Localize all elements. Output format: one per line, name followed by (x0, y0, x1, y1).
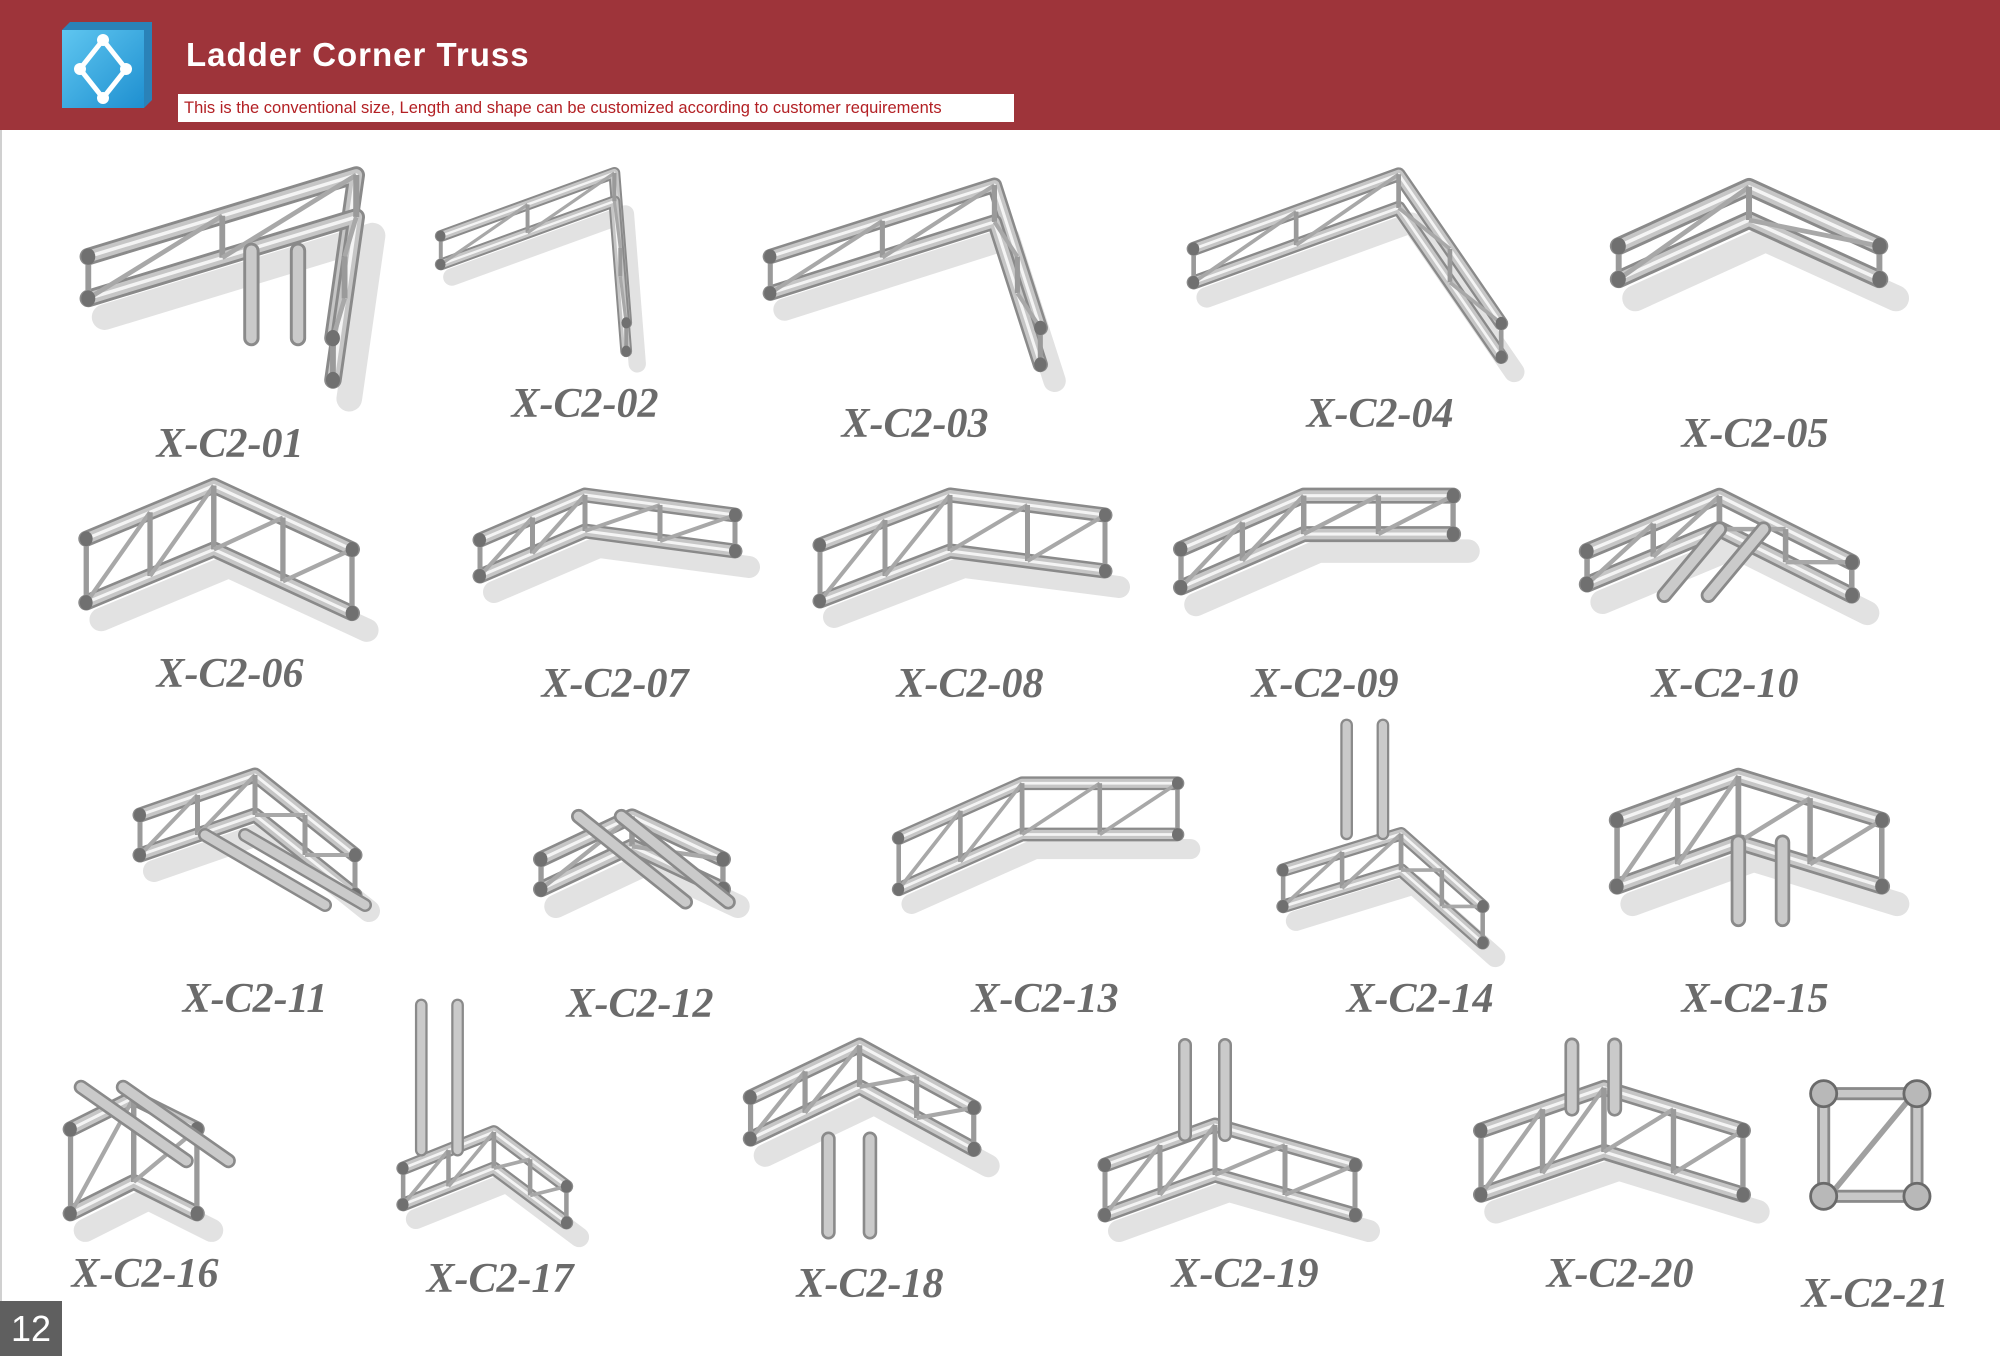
product-item: X-C2-01 (60, 166, 400, 470)
product-code: X-C2-07 (541, 661, 689, 707)
product-code: X-C2-09 (1251, 661, 1399, 707)
truss-image (1186, 167, 1525, 383)
product-item: X-C2-08 (800, 480, 1140, 720)
product-code: X-C2-14 (1346, 976, 1494, 1022)
product-code: X-C2-16 (71, 1251, 219, 1297)
product-item: X-C2-11 (120, 760, 390, 1022)
page-number: 12 (0, 1301, 62, 1356)
product-item: X-C2-19 (1080, 1038, 1410, 1315)
truss-image (1608, 767, 1910, 928)
product-item: X-C2-21 (1800, 1070, 1950, 1317)
product-code: X-C2-04 (1306, 391, 1454, 437)
product-code: X-C2-19 (1171, 1251, 1319, 1297)
truss-image (812, 487, 1130, 628)
header-band: Ladder Corner Truss This is the conventi… (0, 0, 2000, 130)
product-item: X-C2-15 (1590, 760, 1920, 1022)
truss-image (533, 808, 750, 919)
truss-image (742, 1037, 1000, 1240)
page-edge (0, 130, 2, 1356)
truss-image (1173, 487, 1480, 617)
product-code: X-C2-17 (426, 1256, 574, 1302)
product-code: X-C2-01 (156, 421, 304, 467)
product-code: X-C2-12 (566, 981, 714, 1027)
product-code: X-C2-18 (796, 1261, 944, 1307)
product-code: X-C2-06 (156, 651, 304, 697)
product-code: X-C2-15 (1681, 976, 1829, 1022)
product-item: X-C2-17 (380, 998, 620, 1315)
truss-image (434, 166, 646, 373)
product-item: X-C2-04 (1170, 160, 1590, 480)
diamond-nodes-logo-icon (62, 22, 152, 108)
truss-image (1609, 177, 1910, 312)
product-code: X-C2-05 (1681, 411, 1829, 457)
truss-image (78, 477, 379, 642)
product-code: X-C2-03 (841, 401, 989, 447)
product-code: X-C2-20 (1546, 1251, 1694, 1297)
product-item: X-C2-13 (880, 760, 1210, 1022)
product-item: X-C2-06 (60, 470, 400, 720)
truss-image (472, 487, 760, 603)
product-code: X-C2-02 (511, 381, 659, 427)
product-item: X-C2-14 (1260, 718, 1580, 1022)
product-item: X-C2-16 (55, 1040, 236, 1315)
truss-image (762, 177, 1066, 393)
product-item: X-C2-20 (1460, 1037, 1780, 1315)
truss-image (1473, 1037, 1770, 1224)
product-item: X-C2-18 (730, 1030, 1010, 1315)
truss-image (62, 1079, 236, 1242)
product-code: X-C2-08 (896, 661, 1044, 707)
product-item: X-C2-05 (1590, 170, 1920, 470)
truss-image (1097, 1038, 1380, 1242)
page-title: Ladder Corner Truss (186, 36, 530, 73)
product-code: X-C2-11 (182, 976, 328, 1022)
truss-image (79, 166, 386, 412)
truss-image (1276, 718, 1506, 968)
product-item: X-C2-09 (1160, 480, 1490, 720)
truss-image (1809, 1079, 1932, 1211)
truss-image (891, 776, 1201, 914)
truss-image (1578, 487, 1880, 626)
product-item: X-C2-10 (1560, 480, 1890, 720)
product-code: X-C2-13 (971, 976, 1119, 1022)
product-item: X-C2-12 (520, 790, 760, 1027)
truss-image (132, 767, 380, 922)
product-code: X-C2-21 (1801, 1271, 1949, 1317)
page-subtitle: This is the conventional size, Length an… (178, 94, 1014, 122)
product-item: X-C2-03 (750, 170, 1080, 490)
product-code: X-C2-10 (1651, 661, 1799, 707)
truss-image (396, 998, 590, 1248)
product-item: X-C2-02 (420, 160, 750, 480)
product-item: X-C2-07 (460, 480, 770, 720)
